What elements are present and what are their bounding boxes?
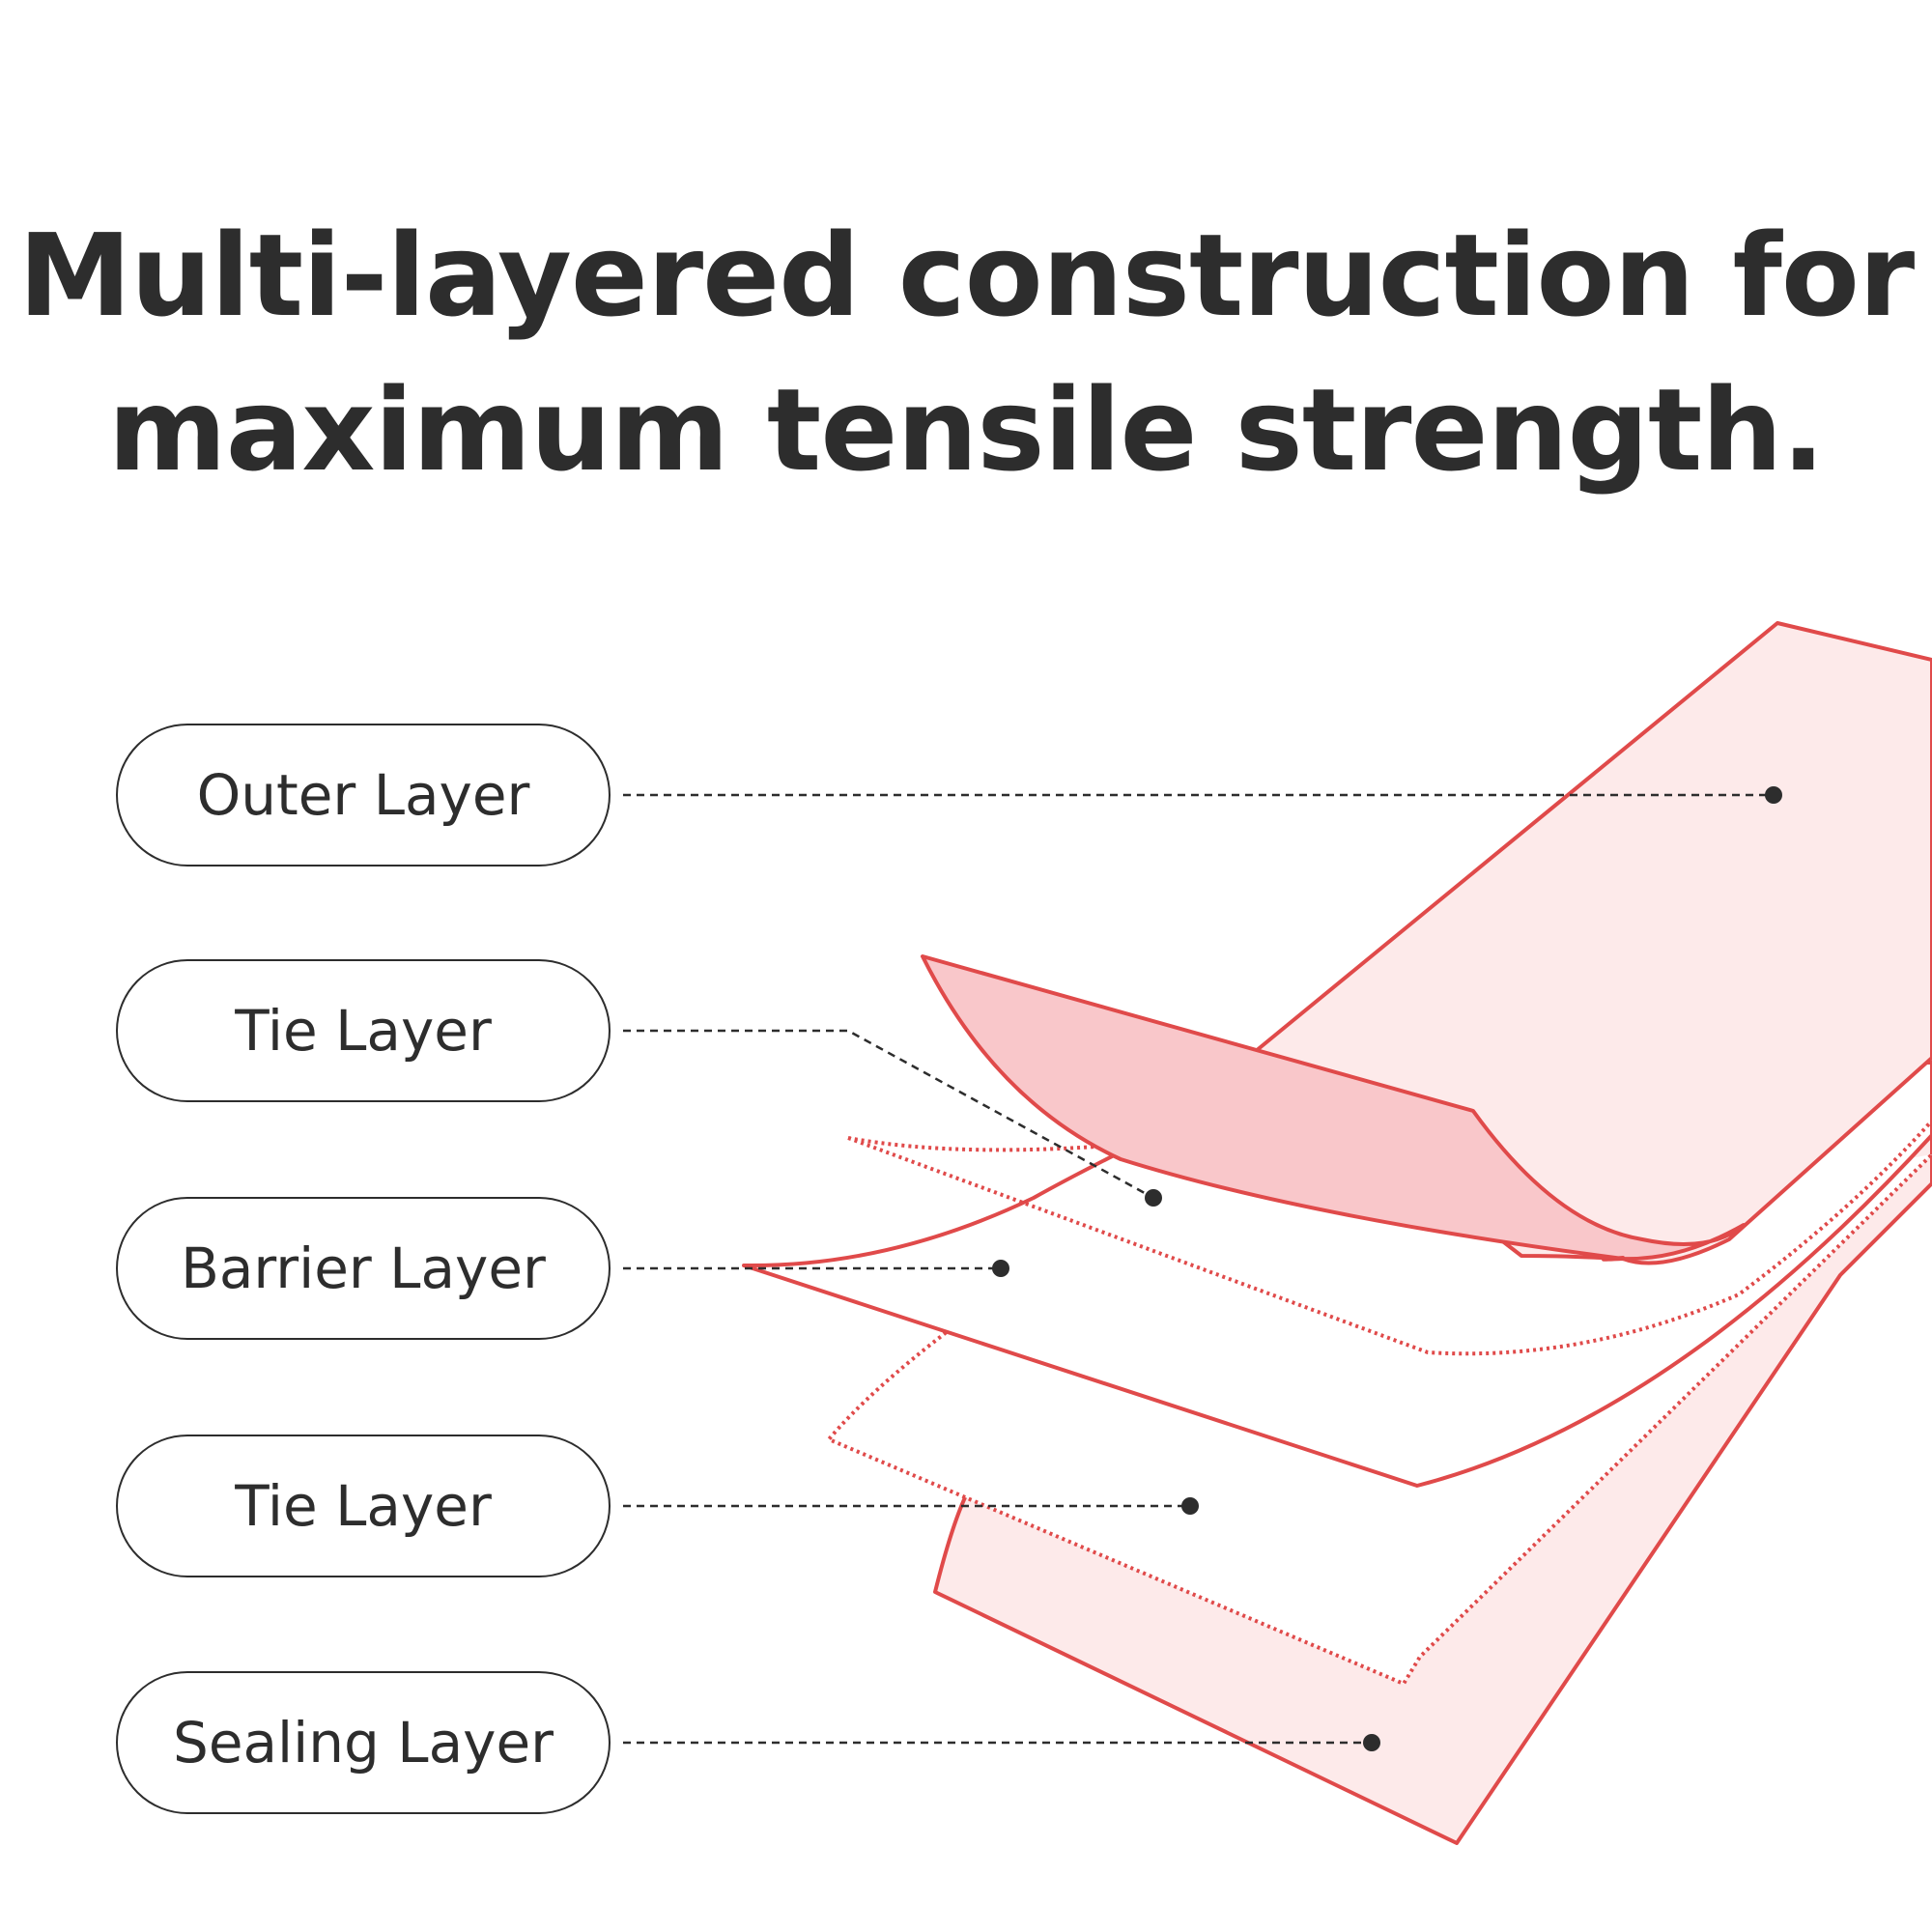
- label-barrier-layer: Barrier Layer: [116, 1197, 611, 1340]
- label-tie-layer-bottom: Tie Layer: [116, 1435, 611, 1577]
- label-tie-layer-top: Tie Layer: [116, 959, 611, 1102]
- label-sealing-layer-text: Sealing Layer: [173, 1710, 554, 1776]
- label-outer-layer-text: Outer Layer: [196, 762, 530, 828]
- outer-layer-curl: [921, 954, 1746, 1262]
- headline: Multi-layered construction for maximum t…: [0, 198, 1932, 507]
- label-tie-layer-bottom-text: Tie Layer: [235, 1473, 492, 1539]
- label-barrier-layer-text: Barrier Layer: [181, 1236, 546, 1301]
- leader-tie-top: [623, 1029, 1154, 1200]
- dot-outer: [1765, 786, 1782, 804]
- dot-tie-top: [1145, 1189, 1162, 1207]
- dot-tie-bottom: [1181, 1497, 1199, 1515]
- leader-lines: [623, 793, 1774, 1745]
- dot-sealing: [1363, 1734, 1380, 1751]
- headline-line-2: maximum tensile strength.: [107, 363, 1825, 497]
- tie-layer-top-sheet: [847, 1119, 1932, 1356]
- label-sealing-layer: Sealing Layer: [116, 1671, 611, 1814]
- label-outer-layer: Outer Layer: [116, 724, 611, 867]
- headline-line-1: Multi-layered construction for: [17, 209, 1915, 342]
- dot-barrier: [992, 1260, 1009, 1277]
- leader-dots: [992, 786, 1782, 1751]
- label-tie-layer-top-text: Tie Layer: [235, 998, 492, 1064]
